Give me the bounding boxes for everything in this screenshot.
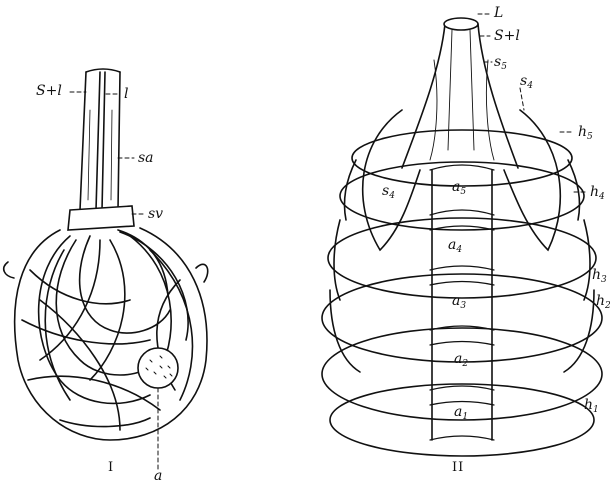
label-a-figure-I: a [154, 469, 162, 483]
label-a1: a1 [454, 405, 468, 422]
label-s4-left-subscript: 4 [389, 191, 395, 201]
label-a1-subscript: 1 [462, 412, 468, 422]
label-h5: h5 [578, 125, 593, 142]
label-s4-top: s4 [520, 74, 533, 91]
label-h1: h1 [584, 398, 599, 415]
label-h2: h2 [596, 294, 610, 311]
label-h5-subscript: 5 [587, 132, 593, 142]
label-h4-subscript: 4 [599, 192, 605, 202]
caption-figure-II: II [452, 460, 464, 475]
label-L-figure-II: L [494, 6, 503, 20]
label-h3: h3 [592, 268, 607, 285]
label-h2-subscript: 2 [605, 301, 610, 311]
label-a4: a4 [448, 238, 462, 255]
label-s-plus-l-figure-II: S+l [494, 29, 520, 43]
label-s4-left: s4 [382, 184, 395, 201]
label-s4-top-subscript: 4 [527, 81, 533, 91]
label-h3-subscript: 3 [601, 275, 607, 285]
label-s5-subscript: 5 [501, 62, 507, 72]
label-h4: h4 [590, 185, 605, 202]
label-a3-subscript: 3 [460, 301, 466, 311]
label-h1-subscript: 1 [593, 405, 599, 415]
label-s-plus-l-figure-I: S+l [36, 84, 62, 98]
label-sv: sv [148, 207, 163, 221]
label-sa: sa [138, 151, 154, 165]
figure-I-drawing [4, 69, 208, 470]
label-a2: a2 [454, 352, 468, 369]
label-a5: a5 [452, 180, 466, 197]
label-s5: s5 [494, 55, 507, 72]
figure-II-drawing [322, 14, 602, 456]
label-a5-subscript: 5 [460, 187, 466, 197]
caption-figure-I: I [108, 460, 114, 475]
label-a4-subscript: 4 [456, 245, 462, 255]
label-a3: a3 [452, 294, 466, 311]
label-a2-subscript: 2 [462, 359, 468, 369]
label-l-figure-I: l [124, 87, 128, 101]
